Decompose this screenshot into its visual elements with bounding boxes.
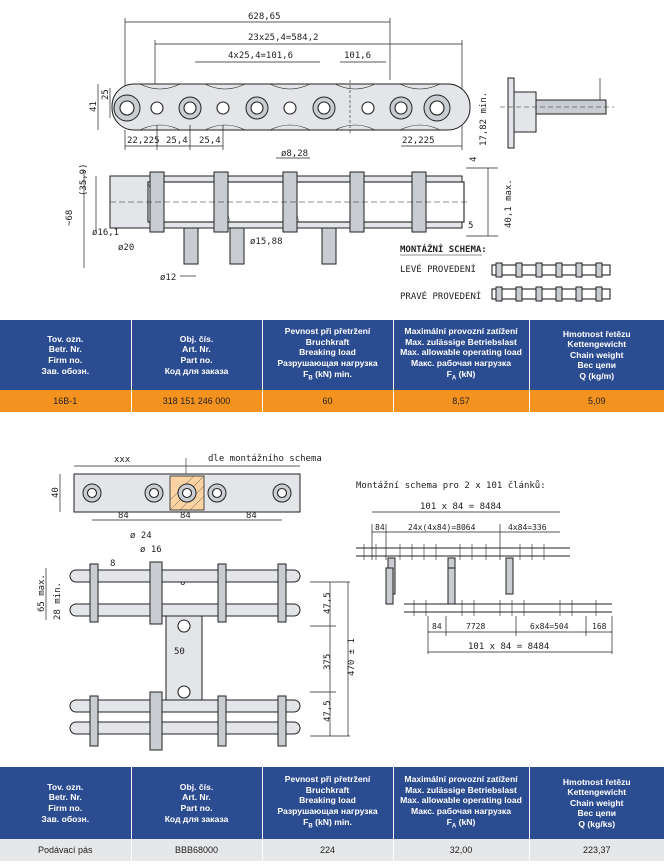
dim-xxx: xxx [114,455,131,465]
table-row: Podávací pás BBB68000 224 32,00 223,37 [0,839,664,861]
dim-side6: 6 [180,578,185,588]
cell-breaking-load: 60 [262,390,394,412]
chain-plan-view [109,171,470,265]
dim-p84c: 84 [246,511,257,521]
schema2-bot-total: 101 x 84 = 8484 [468,642,549,652]
cell-part-no: 318 151 246 000 [131,390,263,412]
cell-firm-no: 16B-1 [0,390,132,412]
chain-end-view [500,77,614,149]
schema2-bot-b: 7728 [466,622,485,631]
dim-pitch-2: 25,4 [199,136,221,146]
dim-r475a: 47,5 [323,592,333,614]
header-part-no: Obj. čís.Art. Nr.Part no.Код для заказа [131,320,263,390]
schema2-bot-d: 168 [592,622,607,631]
spec-table-feeder: Tov. ozn.Betr. Nr.Firm no.Зав. обозн. Ob… [0,767,664,861]
dim-max: 40,1 max. [504,179,514,228]
schema-right: PRAVÉ PROVEDENÍ [400,290,481,302]
dim-d161: ø16,1 [92,228,119,238]
schema2-top-a: 84 [375,523,385,532]
header-firm-no: Tov. ozn.Betr. Nr.Firm no.Зав. обозн. [0,320,132,390]
schema2-bot-c: 6x84=504 [530,622,569,631]
dim-d1588: ø15,88 [250,237,283,247]
chain-16b-drawing: 628,65 23x25,4=584,2 4x25,4=101,6 101,6 … [0,0,668,318]
table-row: 16B-1 318 151 246 000 60 8,57 5,09 [0,390,664,412]
feeder-belt-drawing: xxx dle montážního schema 40 84 84 84 ø … [0,440,668,765]
chain-side-view [111,80,471,134]
cell-chain-weight: 5,09 [529,390,664,412]
dim-height41: 41 [89,101,99,112]
schema2-title: Montážní schema pro 2 x 101 článků: [356,480,546,491]
dim-overall: 628,65 [248,12,281,22]
cell-operating-load: 8,57 [393,390,530,412]
dim-d12: ø12 [160,273,176,283]
dim-side8: 8 [110,559,115,569]
dim-side4: 4 [469,157,479,162]
cell-breaking-load: 224 [262,839,394,861]
dim-pitch-1: 25,4 [166,136,188,146]
schema-title: MONTÁŽNÍ SCHEMA: [400,243,487,255]
dim-r475b: 47,5 [323,700,333,722]
dim-seg: 101,6 [344,51,371,61]
dim-end-right: 22,225 [402,136,435,146]
schema2-bottom-chain [385,567,612,616]
spec-table-16b: Tov. ozn.Betr. Nr.Firm no.Зав. обозн. Ob… [0,320,664,412]
dim-side5: 5 [468,221,473,231]
cell-firm-no: Podávací pás [0,839,132,861]
header-firm-no: Tov. ozn.Betr. Nr.Firm no.Зав. обозн. [0,767,132,839]
schema-right-diagram [491,286,611,302]
schema-left-diagram [491,262,611,278]
dim-r375: 375 [323,654,333,670]
dim-d828: ø8,28 [281,149,308,159]
dim-pitch-total: 23x25,4=584,2 [248,33,318,43]
dim-p84a: 84 [118,511,129,521]
dim-359: (35,9) [79,163,89,196]
dim-h40: 40 [51,487,61,498]
dim-r470: 470 ± 1 [347,638,357,676]
schema2-top-c: 4x84=336 [508,523,547,532]
cell-chain-weight: 223,37 [529,839,664,861]
feeder-belt-svg: xxx dle montážního schema 40 84 84 84 ø … [37,454,613,751]
dim-end-left: 22,225 [127,136,160,146]
dim-w50: 50 [174,647,185,657]
cell-operating-load: 32,00 [393,839,530,861]
dim-schema-ref: dle montážního schema [208,454,322,464]
dim-68: ~68 [65,210,75,226]
dim-d24: ø 24 [130,531,152,541]
belt-side-view [73,473,301,513]
dim-d16: ø 16 [140,545,162,555]
dim-max65: 65 max. [37,574,47,612]
dim-w28: 28 min. [53,582,63,620]
cell-part-no: BBB68000 [131,839,263,861]
schema2-bot-a: 84 [432,622,442,631]
dim-d20: ø20 [118,243,134,253]
chain-16b-svg: 628,65 23x25,4=584,2 4x25,4=101,6 101,6 … [65,12,614,302]
header-part-no: Obj. čís.Art. Nr.Part no.Код для заказа [131,767,263,839]
schema2-top-total: 101 x 84 = 8484 [420,502,501,512]
dim-min: 17,82 min. [479,92,489,146]
dim-pitch-part: 4x25,4=101,6 [228,51,293,61]
dim-p84b: 84 [180,511,191,521]
belt-plan-view [69,561,301,751]
dim-height25: 25 [101,89,111,100]
schema2-top-b: 24x(4x84)=8064 [408,523,476,532]
schema-left: LEVÉ PROVEDENÍ [400,263,476,275]
